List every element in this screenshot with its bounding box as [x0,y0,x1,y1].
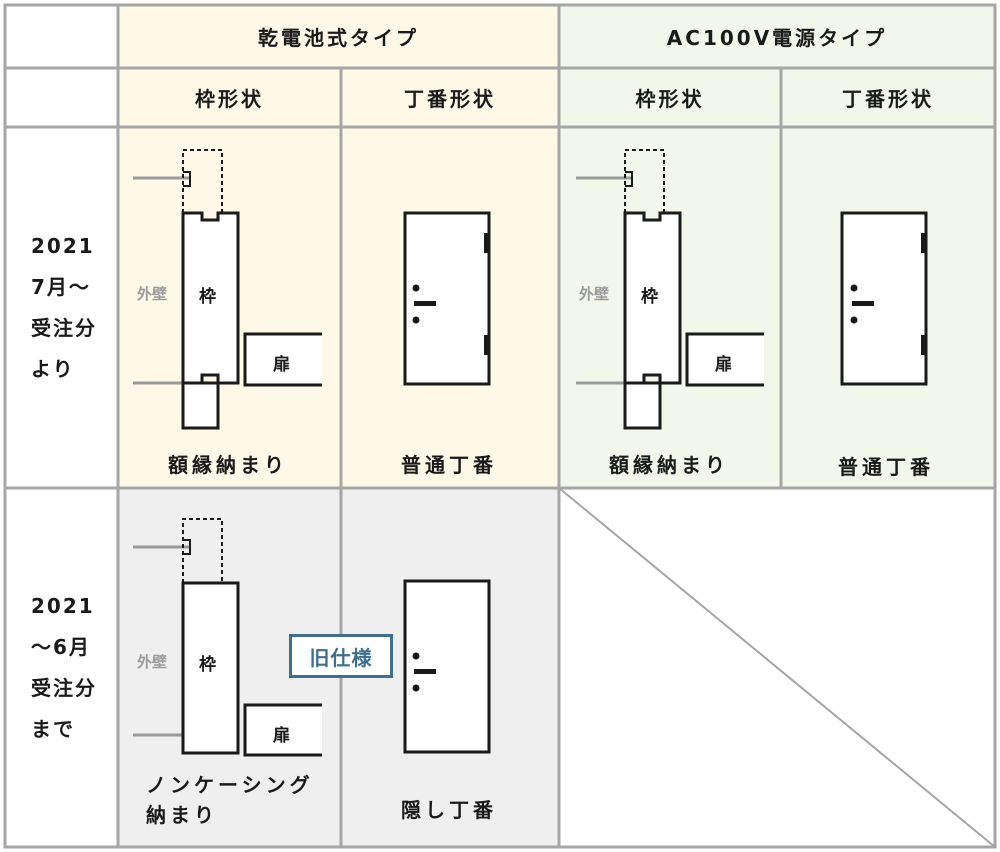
casing-lower [181,381,220,430]
outer-wall-label-old: 外壁 [137,653,168,671]
row-old-label: 2021 ～6月 受注分 まで [5,488,118,847]
ac-frame-subheader: 枠形状 [635,87,705,111]
row-old-month: ～6月 [31,634,91,659]
row-new-label: 2021 7月～ 受注分 より [5,127,118,488]
row-old-order: 受注分 [31,675,97,700]
row-new-year: 2021 [31,233,95,258]
caption-non-casing-line1: ノンケーシング [146,773,314,797]
row-old-year: 2021 [31,593,95,618]
hinge-top [484,233,490,253]
ac-hinge-subheader: 丁番形状 [842,87,934,111]
battery-type-header: 乾電池式タイプ [258,26,419,50]
row-new-month: 7月～ [31,274,91,299]
battery-hinge-subheader: 丁番形状 [404,87,496,111]
outer-wall-label-ac: 外壁 [579,285,610,303]
door-label: 扉 [273,355,290,375]
row-new-from: より [31,356,75,381]
caption-non-casing: ノンケーシング 納まり [146,770,314,830]
door-label-old: 扉 [273,726,290,746]
row-new-order: 受注分 [31,315,97,340]
caption-casing-ac: 額縁納まり [609,453,729,477]
casing-dashed-outline [182,149,223,213]
casing-notch [183,171,191,187]
battery-frame-subheader: 枠形状 [195,87,264,111]
caption-concealed-hinge: 隠し丁番 [401,798,497,822]
ac-type-header: AC100V電源タイプ [666,26,888,50]
caption-non-casing-line2: 納まり [146,803,218,827]
hinge-bottom [484,335,490,355]
old-spec-badge: 旧仕様 [289,634,393,678]
caption-standard-hinge-battery: 普通丁番 [401,453,497,477]
door-panel [243,332,322,387]
outer-wall-label: 外壁 [137,285,168,303]
door-handle [414,301,436,306]
frame-label-old: 枠 [199,655,216,675]
lock-dot-top [412,284,420,292]
caption-casing-battery: 額縁納まり [168,453,288,477]
caption-standard-hinge-ac: 普通丁番 [838,455,934,479]
door-outline [403,211,491,386]
frame-label-ac: 枠 [641,287,658,307]
door-label-ac: 扉 [715,355,732,375]
frame-label: 枠 [199,287,216,307]
lock-dot-bottom [412,316,420,324]
row-old-until: まで [31,716,75,741]
